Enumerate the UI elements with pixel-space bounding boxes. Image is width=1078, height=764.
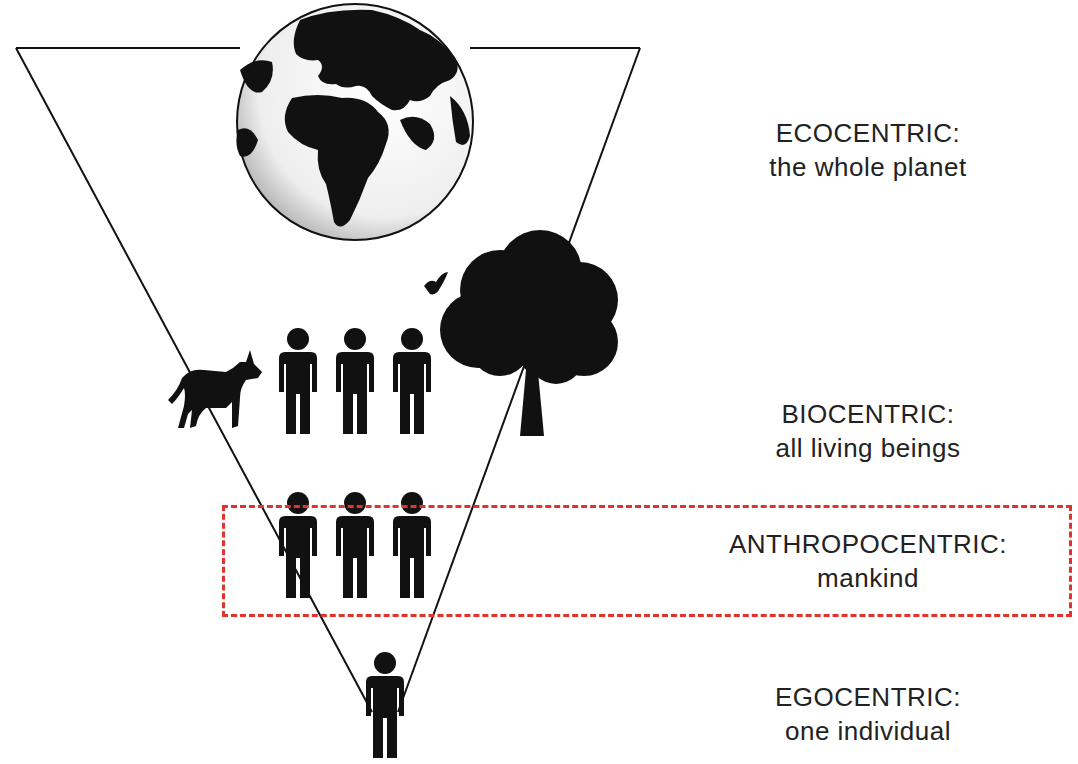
level-label: BIOCENTRIC: all living beings (776, 397, 961, 465)
funnel-outline (16, 48, 640, 712)
level-label: ANTHROPOCENTRIC: mankind (729, 527, 1007, 595)
bird-icon (424, 272, 448, 294)
people-icons (279, 328, 431, 758)
dashed-highlight-box: ANTHROPOCENTRIC: mankind (222, 505, 1072, 617)
dog-icon (168, 350, 262, 428)
globe-icon (236, 4, 473, 240)
level-label: EGOCENTRIC: one individual (775, 680, 961, 748)
level-label: ECOCENTRIC: the whole planet (769, 116, 966, 184)
tree-icon (440, 230, 618, 436)
